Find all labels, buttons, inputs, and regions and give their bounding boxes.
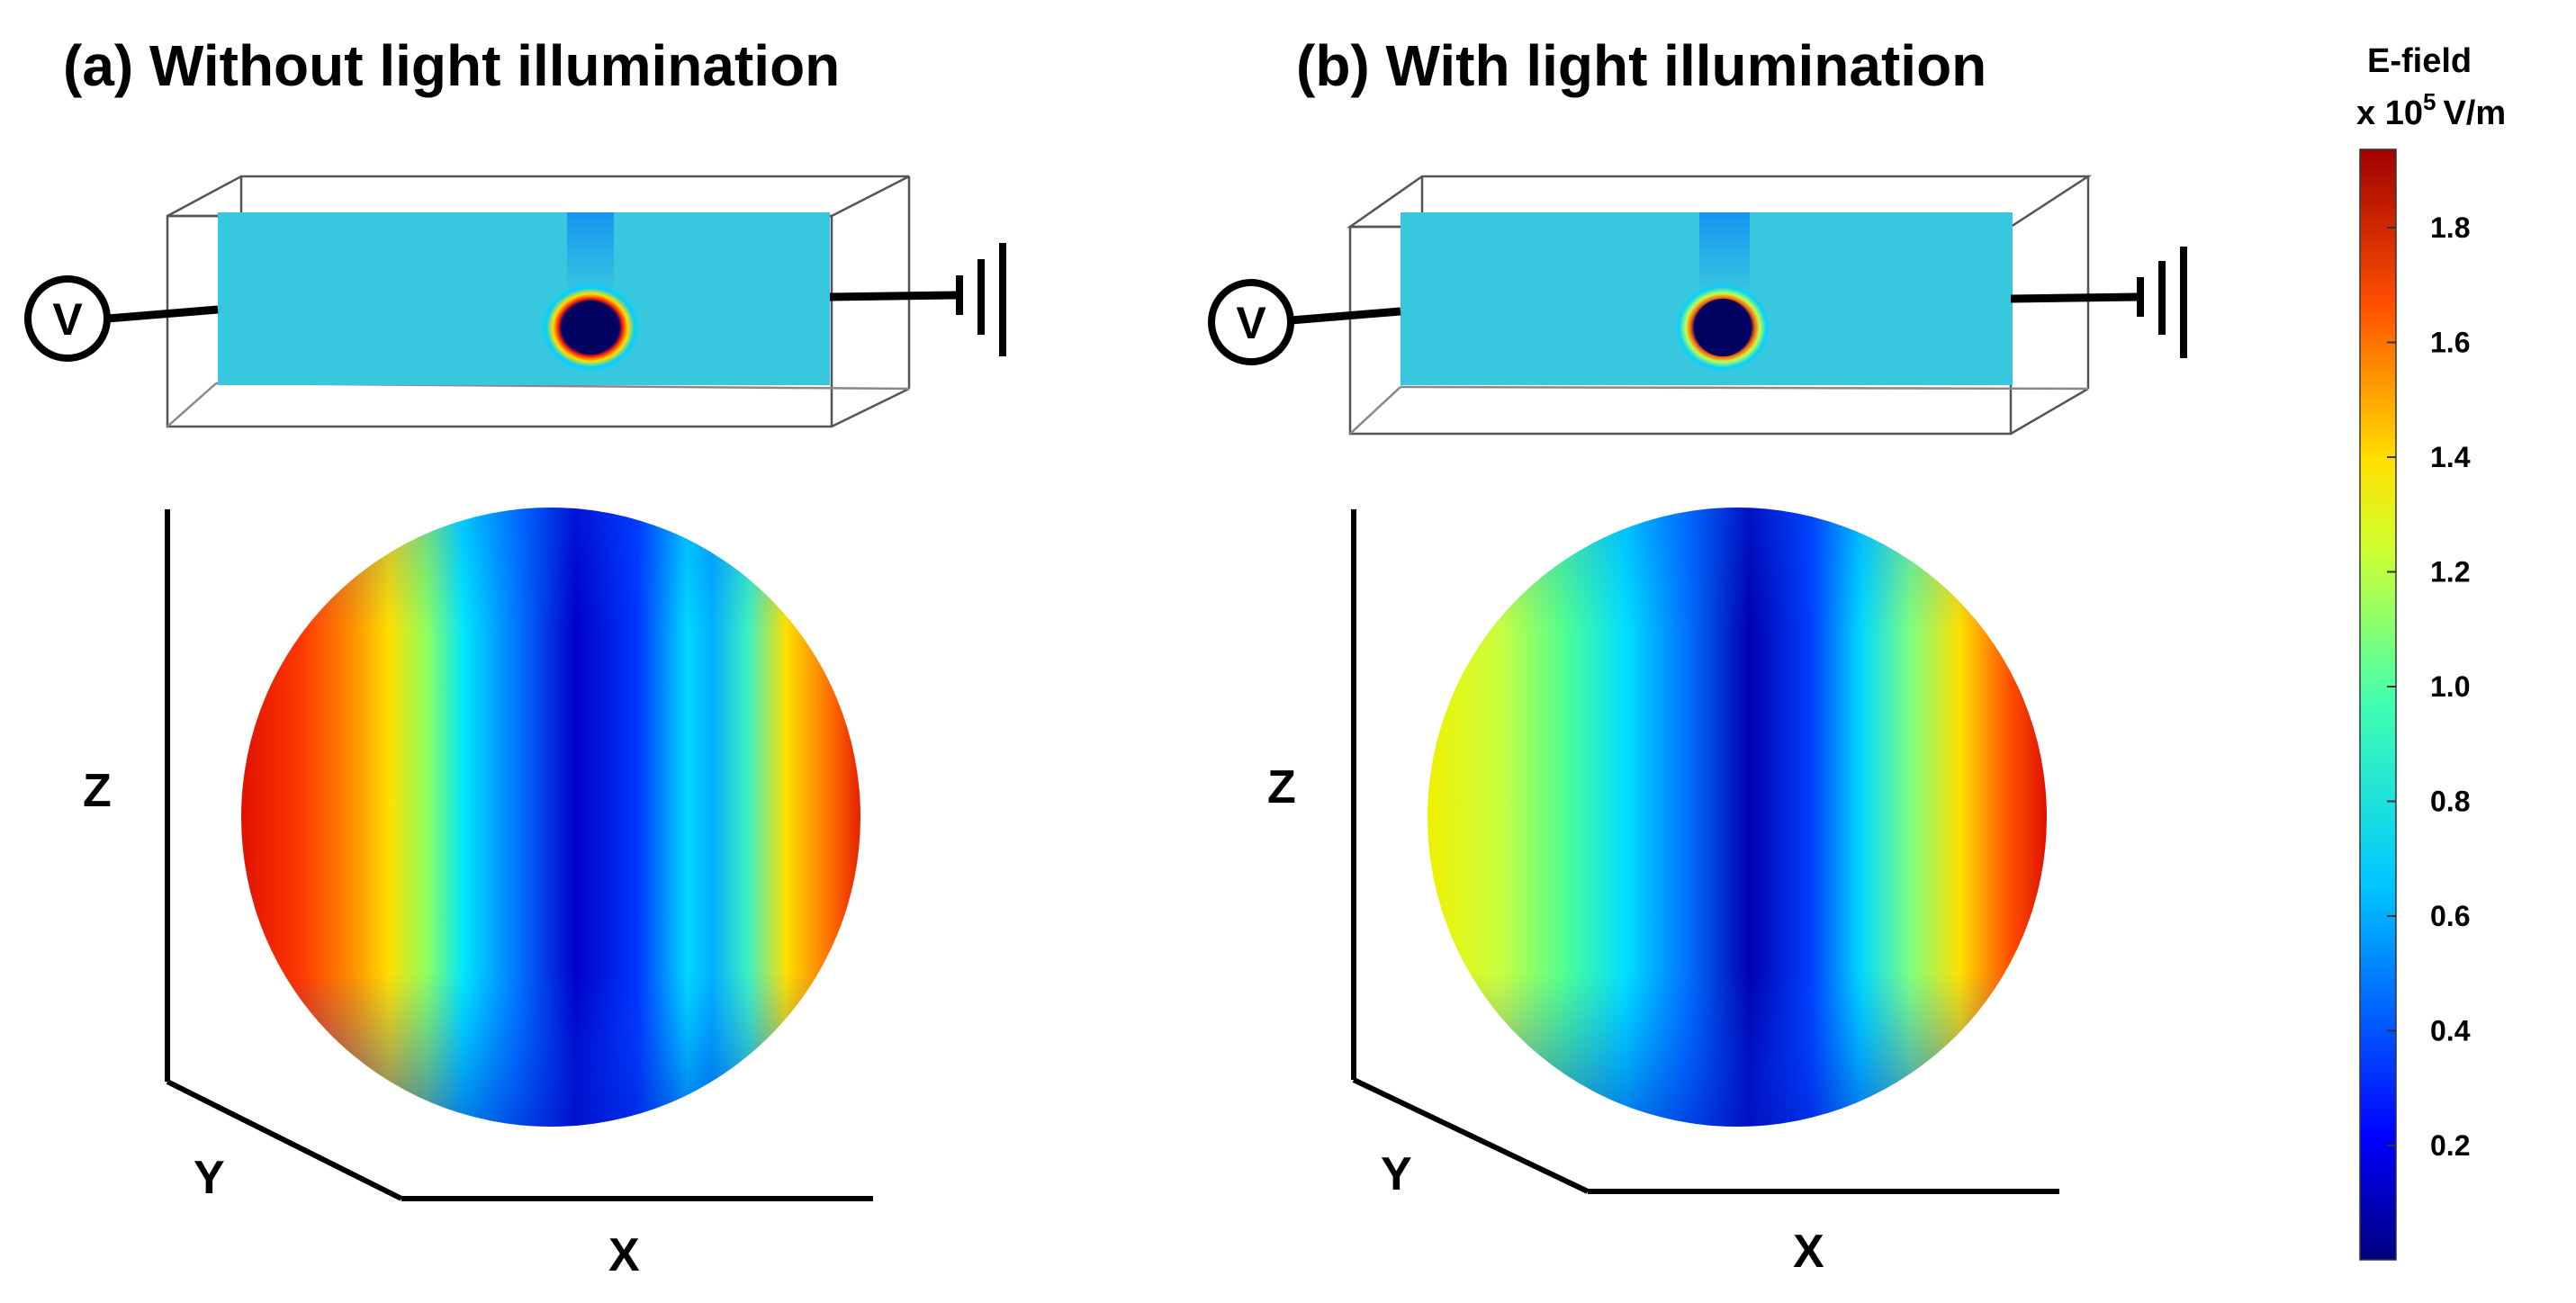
colorbar-tick-label: 1.8 [2430,211,2470,244]
colorbar-scale [2359,148,2397,1261]
wire-left-b [1290,307,1401,325]
nanosphere-b [1694,299,1752,356]
colorbar-tick-label: 1.2 [2430,556,2470,589]
wire-right-a [829,291,957,301]
panel-a: (a) Without light illumination V [24,33,1006,1281]
wire-left-a [106,305,219,323]
colorbar: E-field x 105 V/m 1.8 1.6 1.4 1.2 1.0 0.8 0.6 0.… [2356,42,2506,1261]
panel-b-title: (b) With light illumination [1296,33,1986,98]
colorbar-tick-label: 0.6 [2430,900,2470,932]
panel-a-title: (a) Without light illumination [63,33,840,98]
sphere-shade-a [241,508,860,1127]
colorbar-tick-label: 1.4 [2430,441,2471,473]
colorbar-title-exponent: 5 [2423,88,2436,115]
axis-x-label-b: X [1793,1226,1824,1278]
ground-a-icon [956,243,1006,356]
axis-z-label-a: Z [83,765,112,817]
field-plane-a [218,212,830,385]
ground-b-icon [2137,247,2187,358]
nanosphere-a [563,301,617,355]
axis-x-label-a: X [608,1229,640,1281]
colorbar-tick-label: 1.6 [2430,327,2470,359]
voltage-source-a-label: V [52,294,83,345]
field-streak-a [567,212,614,293]
colorbar-ticks: 1.8 1.6 1.4 1.2 1.0 0.8 0.6 0.4 0.2 [2387,211,2471,1162]
colorbar-title-line2: x 105 V/m [2356,88,2506,132]
colorbar-tick-label: 1.0 [2430,670,2470,703]
axis-y-label-b: Y [1381,1148,1412,1200]
voltage-source-b-label: V [1236,298,1266,348]
field-streak-b [1699,212,1750,293]
colorbar-title-line1: E-field [2367,42,2472,80]
colorbar-tick-label: 0.4 [2430,1015,2471,1047]
sphere-shade-b [1428,508,2047,1127]
voltage-source-b-icon [1208,279,1294,365]
panel-b: (b) With light illumination V Z [1208,33,2187,1278]
wire-right-b [2010,292,2138,303]
colorbar-tick-label: 0.2 [2430,1129,2470,1162]
colorbar-title-prefix: x 10 [2356,94,2423,132]
axis-y-label-a: Y [194,1152,225,1204]
colorbar-tick-label: 0.8 [2430,786,2470,818]
axis-z-label-b: Z [1267,761,1296,813]
axes-b [1351,509,2059,1194]
axes-a [165,509,873,1201]
colorbar-title-unit: V/m [2443,94,2506,132]
